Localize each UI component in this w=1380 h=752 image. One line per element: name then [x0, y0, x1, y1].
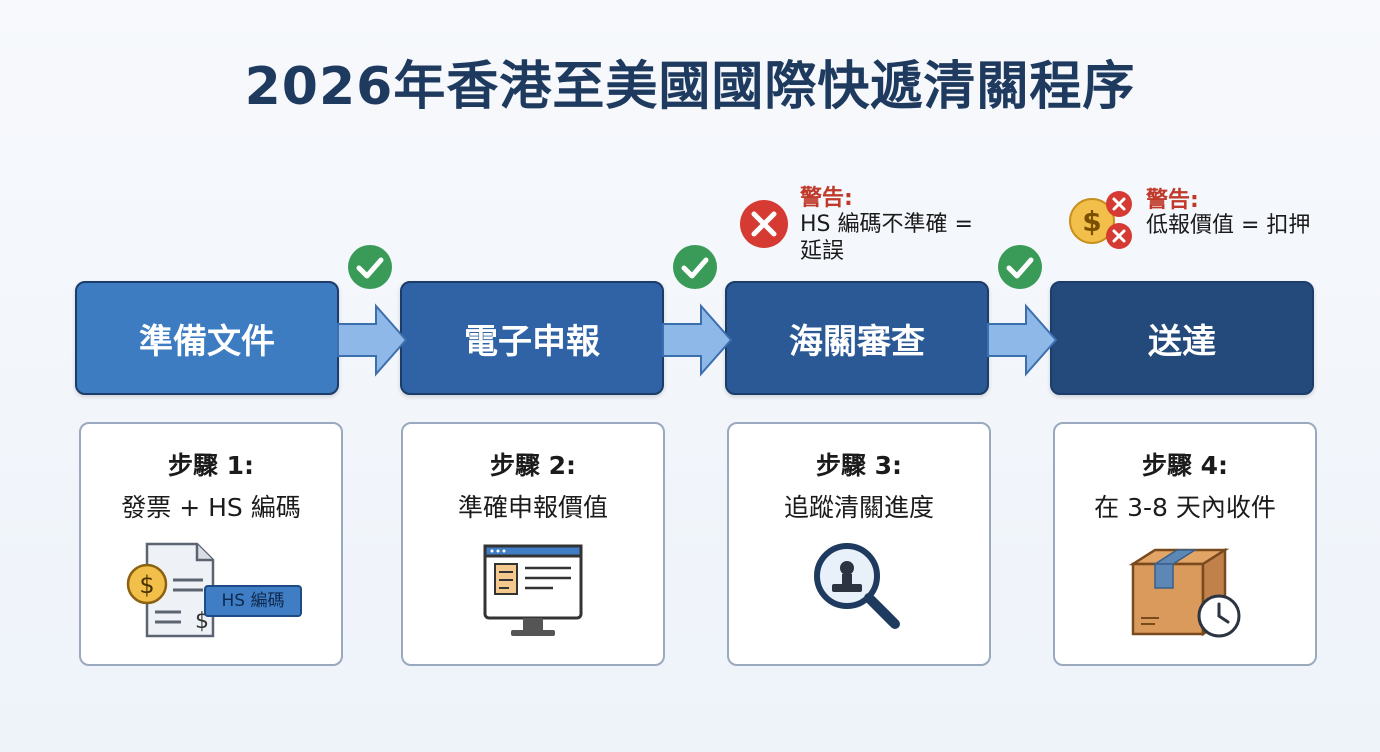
warning-label: 警告:: [800, 186, 853, 211]
warning-text-line1: 低報價值 = 扣押: [1146, 213, 1311, 238]
warning-text-line2: 延誤: [800, 239, 845, 264]
step-title: 步驟 2:: [489, 451, 577, 480]
check-icon: [673, 245, 717, 289]
invoice-document-icon: $ $: [126, 542, 302, 638]
step-title: 步驟 4:: [1141, 451, 1229, 480]
stage-label: 電子申報: [464, 321, 600, 362]
check-icon: [348, 245, 392, 289]
error-x-icon: [740, 200, 788, 248]
check-icon: [998, 245, 1042, 289]
step-title: 步驟 1:: [167, 451, 255, 480]
svg-text:$: $: [139, 571, 154, 599]
box-clock-icon: [1128, 547, 1241, 638]
svg-text:$: $: [1082, 205, 1101, 238]
flow-arrow-icon: [337, 303, 408, 377]
page-title: 2026年香港至美國國際快遞清關程序: [244, 57, 1136, 117]
step-description: 準確申報價值: [457, 493, 608, 522]
magnifier-stamp-icon: [814, 543, 900, 629]
stage-label: 準備文件: [139, 321, 275, 362]
step-description: 在 3-8 天內收件: [1094, 493, 1276, 522]
stage-customs-review: 海關審查: [725, 281, 989, 395]
flow-arrow-icon: [987, 303, 1058, 377]
step-card-4: 步驟 4: 在 3-8 天內收件: [1053, 422, 1317, 666]
stage-label: 海關審查: [789, 321, 925, 362]
step-card-3: 步驟 3: 追蹤清關進度: [727, 422, 991, 666]
step-description: 追蹤清關進度: [783, 493, 934, 522]
hs-code-badge: HS 編碼: [221, 591, 285, 611]
warning-label: 警告:: [1146, 188, 1199, 213]
step-card-1: 步驟 1: 發票 + HS 編碼 $ $ HS 編碼: [79, 422, 343, 666]
stage-prepare-documents: 準備文件: [75, 281, 339, 395]
flow-arrow-icon: [662, 303, 733, 377]
step-card-2: 步驟 2: 準確申報價值: [401, 422, 665, 666]
warning-text-line1: HS 編碼不準確 =: [800, 212, 973, 237]
step-description: 發票 + HS 編碼: [121, 493, 301, 522]
stage-label: 送達: [1148, 321, 1216, 362]
coin-error-icon: $: [1069, 191, 1132, 249]
step-title: 步驟 3:: [815, 451, 903, 480]
stage-electronic-declaration: 電子申報: [400, 281, 664, 395]
stage-delivery: 送達: [1050, 281, 1314, 395]
computer-monitor-icon: [483, 544, 583, 636]
